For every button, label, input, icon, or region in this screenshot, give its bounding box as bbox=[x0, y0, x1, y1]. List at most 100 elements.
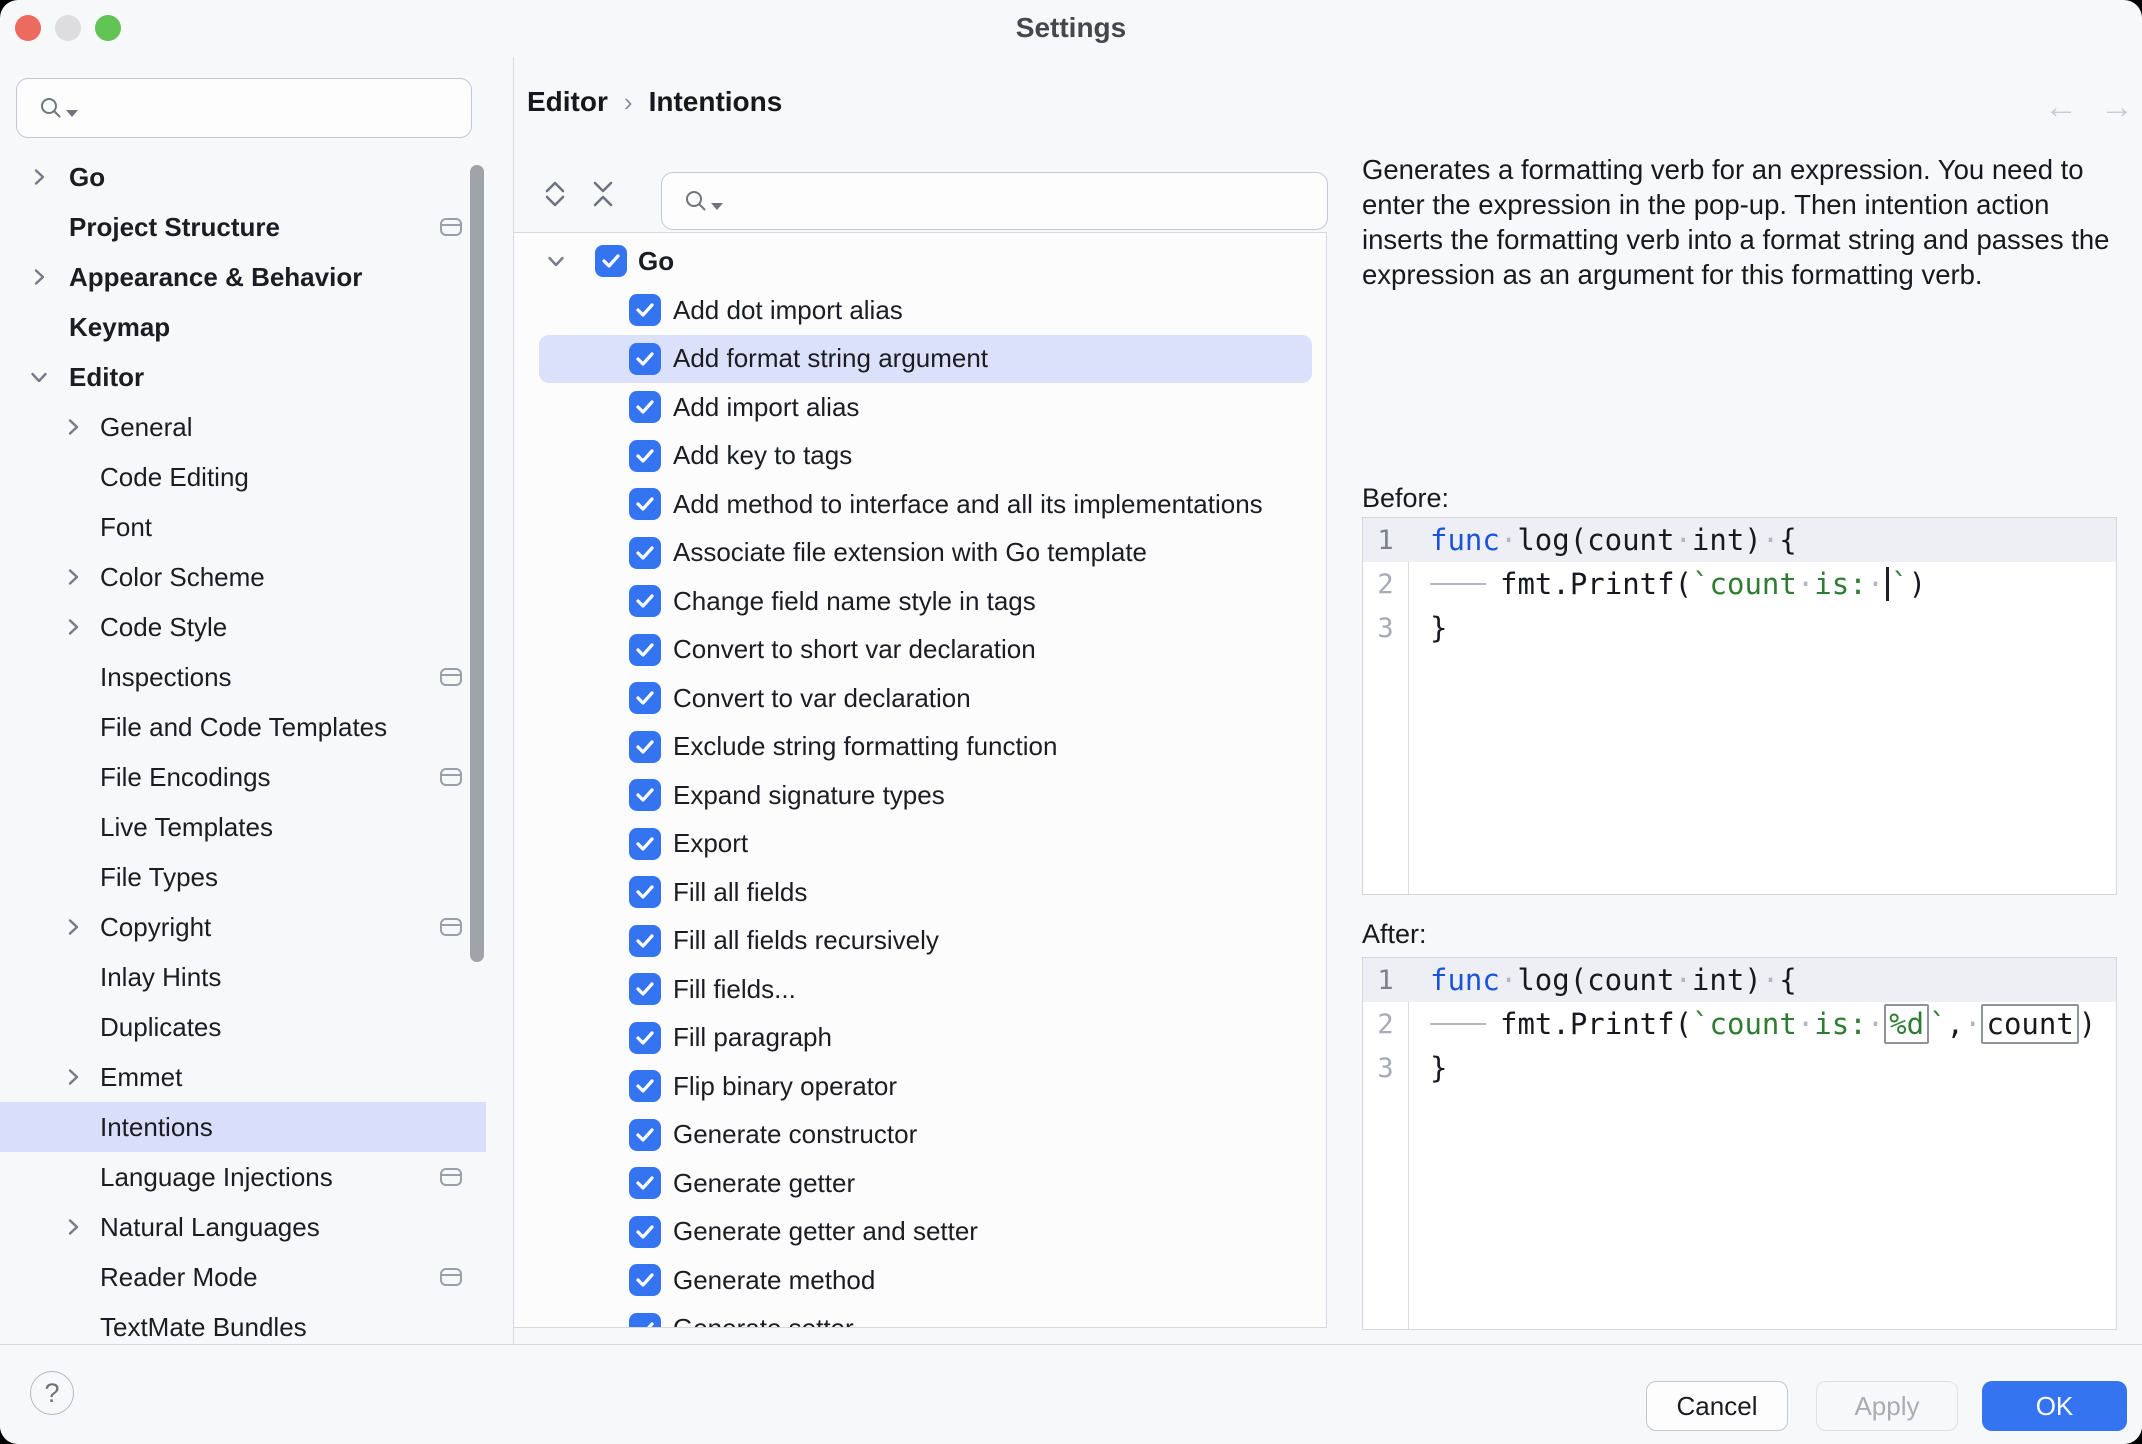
checkbox-checked[interactable] bbox=[629, 1022, 661, 1054]
sidebar-item-emmet[interactable]: Emmet bbox=[0, 1052, 486, 1102]
intention-row[interactable]: Convert to var declaration bbox=[514, 674, 1326, 723]
intention-row[interactable]: Associate file extension with Go templat… bbox=[514, 529, 1326, 578]
checkbox-checked[interactable] bbox=[629, 391, 661, 423]
checkbox-checked[interactable] bbox=[629, 1216, 661, 1248]
intentions-group-go[interactable]: Go bbox=[514, 236, 1326, 286]
sidebar-item-keymap[interactable]: Keymap bbox=[0, 302, 486, 352]
chevron-right-icon[interactable] bbox=[58, 617, 88, 637]
checkbox-checked[interactable] bbox=[595, 245, 627, 277]
intention-row[interactable]: Fill fields... bbox=[514, 965, 1326, 1014]
sidebar-item-label: File Encodings bbox=[100, 762, 271, 793]
intention-row[interactable]: Generate setter bbox=[514, 1305, 1326, 1329]
chevron-right-icon[interactable] bbox=[58, 567, 88, 587]
sidebar-item-reader-mode[interactable]: Reader Mode bbox=[0, 1252, 486, 1302]
sidebar-item-file-and-code-templates[interactable]: File and Code Templates bbox=[0, 702, 486, 752]
sidebar-item-appearance-behavior[interactable]: Appearance & Behavior bbox=[0, 252, 486, 302]
chevron-right-icon[interactable] bbox=[58, 417, 88, 437]
checkbox-checked[interactable] bbox=[629, 634, 661, 666]
sidebar-item-language-injections[interactable]: Language Injections bbox=[0, 1152, 486, 1202]
help-button[interactable]: ? bbox=[30, 1371, 74, 1415]
checkbox-checked[interactable] bbox=[629, 779, 661, 811]
chevron-right-icon[interactable] bbox=[24, 167, 54, 187]
forward-arrow-icon[interactable]: → bbox=[2100, 88, 2134, 127]
search-options-chevron-icon[interactable] bbox=[711, 203, 723, 210]
sidebar-item-editor[interactable]: Editor bbox=[0, 352, 486, 402]
chevron-down-icon[interactable] bbox=[542, 255, 570, 268]
sidebar-item-inspections[interactable]: Inspections bbox=[0, 652, 486, 702]
ok-button[interactable]: OK bbox=[1982, 1381, 2127, 1431]
back-arrow-icon[interactable]: ← bbox=[2044, 88, 2078, 127]
sidebar-item-natural-languages[interactable]: Natural Languages bbox=[0, 1202, 486, 1252]
checkbox-checked[interactable] bbox=[629, 294, 661, 326]
chevron-right-icon[interactable] bbox=[58, 917, 88, 937]
checkbox-checked[interactable] bbox=[629, 585, 661, 617]
intentions-search-input[interactable] bbox=[661, 172, 1328, 230]
chevron-down-icon[interactable] bbox=[24, 371, 54, 384]
sidebar-item-font[interactable]: Font bbox=[0, 502, 486, 552]
intention-row[interactable]: Add method to interface and all its impl… bbox=[514, 480, 1326, 529]
checkbox-checked[interactable] bbox=[629, 440, 661, 472]
checkbox-checked[interactable] bbox=[629, 828, 661, 860]
sidebar-item-inlay-hints[interactable]: Inlay Hints bbox=[0, 952, 486, 1002]
code-token: int) bbox=[1692, 963, 1762, 997]
intention-row[interactable]: Generate method bbox=[514, 1256, 1326, 1305]
cancel-button[interactable]: Cancel bbox=[1646, 1381, 1788, 1431]
intention-label: Add dot import alias bbox=[673, 295, 903, 326]
intention-row[interactable]: Fill all fields recursively bbox=[514, 917, 1326, 966]
code-token: } bbox=[1430, 611, 1447, 645]
chevron-right-icon[interactable] bbox=[58, 1067, 88, 1087]
apply-button[interactable]: Apply bbox=[1816, 1381, 1958, 1431]
checkbox-checked[interactable] bbox=[629, 488, 661, 520]
expand-all-icon[interactable] bbox=[540, 178, 570, 210]
collapse-all-icon[interactable] bbox=[588, 178, 618, 210]
sidebar-item-copyright[interactable]: Copyright bbox=[0, 902, 486, 952]
intention-row[interactable]: Generate getter bbox=[514, 1159, 1326, 1208]
sidebar-item-file-encodings[interactable]: File Encodings bbox=[0, 752, 486, 802]
intention-row[interactable]: Convert to short var declaration bbox=[514, 626, 1326, 675]
intention-row[interactable]: Fill paragraph bbox=[514, 1014, 1326, 1063]
sidebar-search-input[interactable] bbox=[16, 78, 472, 138]
intention-row[interactable]: Fill all fields bbox=[514, 868, 1326, 917]
intention-row[interactable]: Change field name style in tags bbox=[514, 577, 1326, 626]
sidebar-item-go[interactable]: Go bbox=[0, 152, 486, 202]
search-options-chevron-icon[interactable] bbox=[66, 110, 78, 117]
checkbox-checked[interactable] bbox=[629, 343, 661, 375]
checkbox-checked[interactable] bbox=[629, 537, 661, 569]
sidebar-item-intentions[interactable]: Intentions bbox=[0, 1102, 486, 1152]
intention-row[interactable]: Generate getter and setter bbox=[514, 1208, 1326, 1257]
checkbox-checked[interactable] bbox=[629, 1167, 661, 1199]
sidebar-item-file-types[interactable]: File Types bbox=[0, 852, 486, 902]
code-token: · bbox=[1500, 523, 1517, 557]
intention-row[interactable]: Generate constructor bbox=[514, 1111, 1326, 1160]
sidebar-item-code-editing[interactable]: Code Editing bbox=[0, 452, 486, 502]
checkbox-checked[interactable] bbox=[629, 1264, 661, 1296]
sidebar-item-general[interactable]: General bbox=[0, 402, 486, 452]
checkbox-checked[interactable] bbox=[629, 1070, 661, 1102]
breadcrumb-editor[interactable]: Editor bbox=[527, 86, 608, 118]
intention-row[interactable]: Export bbox=[514, 820, 1326, 869]
intention-row[interactable]: Add dot import alias bbox=[514, 286, 1326, 335]
sidebar-item-project-structure[interactable]: Project Structure bbox=[0, 202, 486, 252]
chevron-right-icon[interactable] bbox=[58, 1217, 88, 1237]
sidebar-item-code-style[interactable]: Code Style bbox=[0, 602, 486, 652]
checkbox-checked[interactable] bbox=[629, 876, 661, 908]
sidebar-item-live-templates[interactable]: Live Templates bbox=[0, 802, 486, 852]
checkbox-checked[interactable] bbox=[629, 1313, 661, 1328]
chevron-right-icon[interactable] bbox=[24, 267, 54, 287]
sidebar-item-label: TextMate Bundles bbox=[100, 1312, 307, 1343]
sidebar-item-duplicates[interactable]: Duplicates bbox=[0, 1002, 486, 1052]
intention-row[interactable]: Add format string argument bbox=[514, 335, 1326, 384]
line-number: 2 bbox=[1363, 569, 1408, 600]
checkbox-checked[interactable] bbox=[629, 731, 661, 763]
sidebar-scrollbar[interactable] bbox=[470, 165, 484, 962]
checkbox-checked[interactable] bbox=[629, 973, 661, 1005]
checkbox-checked[interactable] bbox=[629, 1119, 661, 1151]
intention-row[interactable]: Add key to tags bbox=[514, 432, 1326, 481]
checkbox-checked[interactable] bbox=[629, 925, 661, 957]
intention-row[interactable]: Flip binary operator bbox=[514, 1062, 1326, 1111]
checkbox-checked[interactable] bbox=[629, 682, 661, 714]
intention-row[interactable]: Add import alias bbox=[514, 383, 1326, 432]
intention-row[interactable]: Exclude string formatting function bbox=[514, 723, 1326, 772]
intention-row[interactable]: Expand signature types bbox=[514, 771, 1326, 820]
sidebar-item-color-scheme[interactable]: Color Scheme bbox=[0, 552, 486, 602]
